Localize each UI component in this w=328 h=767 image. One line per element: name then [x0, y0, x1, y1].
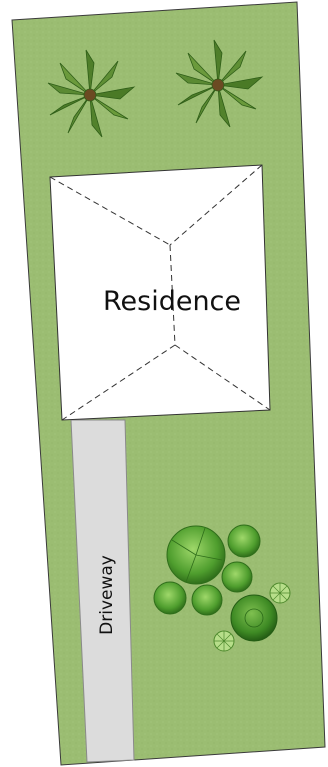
- shrub-cluster: [153, 524, 291, 652]
- round-shrub-icon: [166, 525, 226, 585]
- flowering-shrub-icon: [269, 582, 291, 604]
- round-shrub-icon: [191, 584, 223, 616]
- round-shrub-icon: [153, 581, 187, 615]
- palm-tree-icon: [47, 49, 136, 138]
- palm-tree-icon: [175, 39, 264, 128]
- residence: [49, 164, 271, 421]
- round-shrub-icon: [221, 561, 253, 593]
- roof-ridge-lines: [49, 164, 271, 421]
- driveway: [70, 419, 135, 763]
- flowering-shrub-icon: [213, 630, 235, 652]
- building-label: Residence: [103, 286, 241, 317]
- round-shrub-icon: [227, 524, 261, 558]
- round-shrub-icon: [230, 594, 278, 642]
- driveway-label: Driveway: [97, 555, 117, 635]
